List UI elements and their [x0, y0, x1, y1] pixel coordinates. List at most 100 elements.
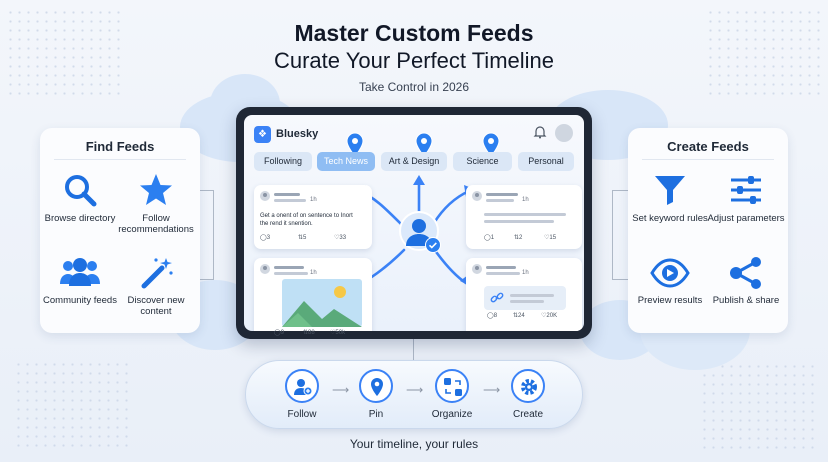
step-label: Create	[512, 409, 543, 420]
avatar	[472, 191, 482, 201]
like-count[interactable]: ♡20K	[541, 313, 558, 319]
like-count[interactable]: ♡15	[544, 235, 557, 241]
reply-count[interactable]: ◯9	[274, 330, 285, 336]
share-icon	[730, 257, 761, 289]
feature-label: Community feeds	[43, 295, 117, 306]
avatar[interactable]	[555, 124, 573, 142]
like-count[interactable]: ♡33	[334, 235, 347, 241]
avatar	[260, 191, 270, 201]
magnifier-icon	[65, 175, 97, 207]
page-tagline: Take Control in 2026	[358, 80, 470, 94]
sliders-icon	[731, 176, 761, 204]
repost-count[interactable]: ⇅2	[514, 235, 523, 241]
connector-line	[612, 190, 636, 280]
feature-discover-new-content[interactable]: Discover new content	[116, 256, 196, 317]
divider	[642, 159, 774, 160]
feature-label: Adjust parameters	[707, 213, 785, 224]
check-icon	[425, 237, 441, 253]
step-organize[interactable]: Organize	[422, 369, 482, 420]
eye-icon	[650, 258, 690, 288]
placeholder-bar	[274, 199, 306, 202]
feature-label: Follow recommendations	[118, 213, 194, 235]
divider	[54, 159, 186, 160]
connector-line	[413, 339, 414, 361]
feature-label: Preview results	[637, 295, 703, 306]
feature-label: Browse directory	[44, 213, 116, 224]
post-card[interactable]: 1h	[466, 258, 582, 331]
star-icon	[140, 174, 172, 205]
post-text: Get a onent of on sentence to Inort the …	[260, 213, 353, 227]
link-icon	[490, 292, 504, 303]
people-icon	[60, 258, 100, 286]
tab-art-design[interactable]: Art & Design	[381, 152, 447, 171]
placeholder-bar	[484, 213, 566, 216]
tab-tech-news[interactable]: Tech News	[317, 152, 375, 171]
add-user-icon	[294, 379, 313, 396]
placeholder-bar	[510, 300, 544, 303]
feature-follow-recommendations[interactable]: Follow recommendations	[116, 172, 196, 235]
pin-icon	[415, 132, 433, 157]
step-follow[interactable]: Follow	[272, 369, 332, 420]
app-screen: ❖ Bluesky Following Tech News Art & Desi…	[244, 115, 584, 331]
feature-set-keyword-rules[interactable]: Set keyword rules	[630, 172, 710, 224]
repost-count[interactable]: ⇅88	[303, 330, 315, 336]
magic-wand-icon	[141, 258, 173, 289]
placeholder-bar	[486, 199, 514, 202]
user-hub-avatar	[399, 211, 441, 253]
workflow-steps: Follow ⟶ Pin ⟶ Organize ⟶ Create	[245, 360, 583, 429]
create-feeds-title: Create Feeds	[667, 139, 749, 154]
placeholder-bar	[274, 266, 304, 269]
placeholder-bar	[486, 193, 518, 196]
reply-count[interactable]: ◯3	[260, 235, 271, 241]
post-time: 1h	[522, 270, 529, 276]
page-subtitle: Curate Your Perfect Timeline	[273, 48, 555, 73]
tab-personal[interactable]: Personal	[518, 152, 574, 171]
funnel-icon	[655, 176, 685, 205]
like-count[interactable]: ♡50k	[330, 330, 346, 336]
feature-label: Set keyword rules	[632, 213, 708, 224]
placeholder-bar	[486, 272, 520, 275]
post-time: 1h	[522, 197, 529, 203]
image-thumbnail-icon	[282, 279, 362, 327]
feature-community-feeds[interactable]: Community feeds	[40, 256, 120, 306]
connector-line	[190, 190, 214, 280]
feature-preview-results[interactable]: Preview results	[630, 256, 710, 306]
gear-icon	[521, 379, 537, 395]
feature-publish-share[interactable]: Publish & share	[706, 256, 786, 306]
repost-count[interactable]: ⇅5	[298, 235, 307, 241]
tab-following[interactable]: Following	[254, 152, 312, 171]
tablet-device: ❖ Bluesky Following Tech News Art & Desi…	[236, 107, 592, 339]
tab-science[interactable]: Science	[453, 152, 512, 171]
page-title: Master Custom Feeds	[294, 20, 534, 46]
dot-pattern-right	[706, 8, 826, 98]
arrow-icon: ⟶	[406, 383, 424, 397]
reply-count[interactable]: ◯1	[484, 235, 495, 241]
avatar	[472, 264, 482, 274]
post-card[interactable]: 1h ◯1 ⇅2 ♡15	[466, 185, 582, 249]
repost-count[interactable]: ⇅24	[513, 313, 525, 319]
step-create[interactable]: Create	[498, 369, 558, 420]
app-name: Bluesky	[276, 128, 319, 140]
feature-adjust-parameters[interactable]: Adjust parameters	[706, 172, 786, 224]
bell-icon[interactable]	[533, 125, 547, 139]
placeholder-bar	[510, 294, 554, 297]
reply-count[interactable]: ◯8	[487, 313, 498, 319]
footer-caption: Your timeline, your rules	[349, 437, 479, 451]
find-feeds-title: Find Feeds	[85, 139, 155, 154]
step-label: Organize	[431, 409, 473, 420]
dot-pattern-left	[6, 8, 126, 98]
post-card[interactable]: 1h Get a onent of on sentence to Inort t…	[254, 185, 372, 249]
post-card[interactable]: 1h	[254, 258, 372, 331]
placeholder-bar	[486, 266, 516, 269]
step-pin[interactable]: Pin	[346, 369, 406, 420]
dot-pattern-bottom-left	[14, 360, 134, 450]
post-time: 1h	[310, 197, 317, 203]
feature-label: Discover new content	[127, 295, 185, 317]
arrow-icon: ⟶	[483, 383, 501, 397]
feature-label: Publish & share	[712, 295, 780, 306]
feature-browse-directory[interactable]: Browse directory	[40, 172, 120, 224]
find-feeds-card: Find Feeds Browse directory Follow recom…	[40, 128, 200, 333]
pin-icon	[371, 378, 383, 396]
link-preview[interactable]	[484, 286, 566, 310]
post-time: 1h	[310, 270, 317, 276]
